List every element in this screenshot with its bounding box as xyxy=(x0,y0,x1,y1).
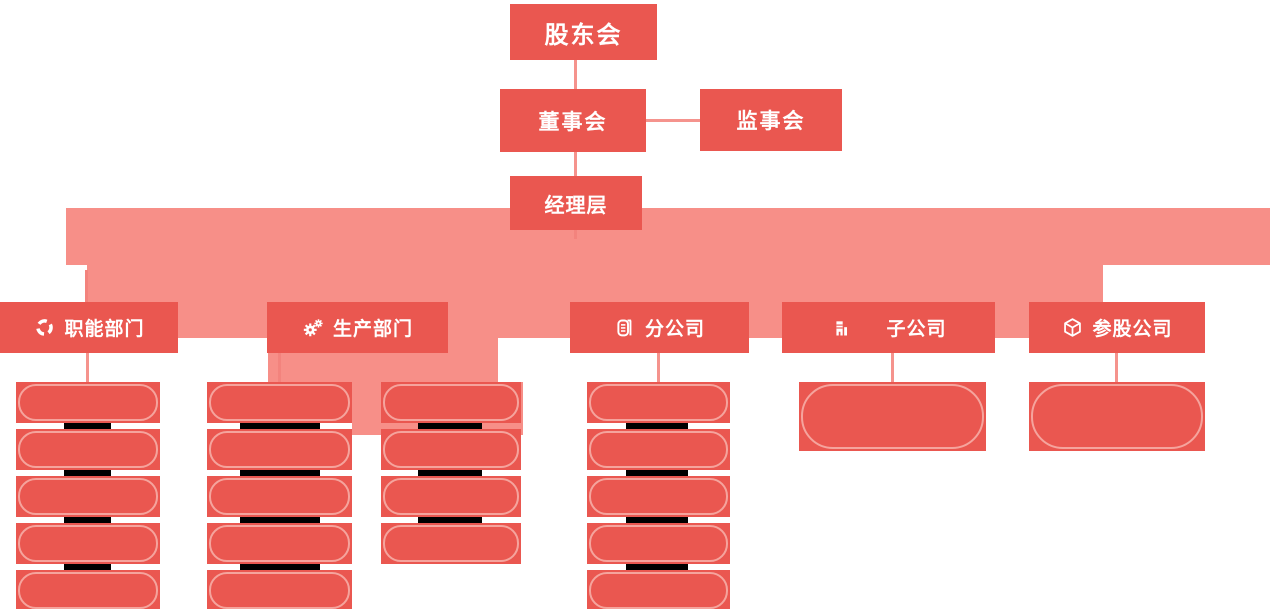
connector-functional-boxes xyxy=(86,352,89,383)
dept-label: 职能部门 xyxy=(64,318,145,340)
connector-shareholders-board xyxy=(574,60,577,89)
org-box xyxy=(587,523,730,564)
org-box xyxy=(587,570,730,609)
redaction-bar xyxy=(64,423,111,429)
redaction-bar xyxy=(626,517,688,523)
redaction-bar xyxy=(64,564,111,570)
org-box xyxy=(381,382,521,423)
org-box xyxy=(207,570,352,609)
org-box xyxy=(381,429,521,470)
org-box xyxy=(381,476,521,517)
redaction-bar xyxy=(240,517,320,523)
connector-invested-boxes xyxy=(1115,352,1118,383)
org-box xyxy=(799,382,986,451)
org-box xyxy=(16,570,160,609)
node-shareholders: 股东会 xyxy=(510,4,657,60)
dept-label: 子公司 xyxy=(886,318,947,340)
connector-production-boxes xyxy=(278,352,281,383)
cube-icon xyxy=(1061,317,1083,339)
org-box xyxy=(16,382,160,423)
node-supervisory: 监事会 xyxy=(700,89,842,151)
org-box xyxy=(1029,382,1205,451)
pink-band-main xyxy=(66,208,1270,265)
dept-header-production: 生产部门 xyxy=(267,302,448,353)
connector-board-supervisory xyxy=(646,119,700,122)
gears-icon xyxy=(302,317,324,339)
redaction-bar xyxy=(240,423,320,429)
redaction-bar xyxy=(64,470,111,476)
redaction-bar xyxy=(64,517,111,523)
redaction-bar xyxy=(240,564,320,570)
node-management: 经理层 xyxy=(510,176,642,230)
redaction-bar xyxy=(626,470,688,476)
org-box xyxy=(207,382,352,423)
connector-management-stub xyxy=(574,230,577,239)
dept-header-subsidiary: 子公司 xyxy=(782,302,995,353)
dept-label: 分公司 xyxy=(644,318,705,340)
dept-label: 生产部门 xyxy=(332,318,413,340)
redaction-bar xyxy=(418,517,482,523)
dept-header-functional: 职能部门 xyxy=(0,302,178,353)
org-box xyxy=(587,382,730,423)
redaction-bar xyxy=(418,470,482,476)
redaction-bar xyxy=(626,564,688,570)
dept-label: 参股公司 xyxy=(1092,318,1173,340)
node-board: 董事会 xyxy=(500,89,646,152)
org-box xyxy=(16,476,160,517)
org-box xyxy=(16,523,160,564)
branch-building-icon xyxy=(614,317,636,339)
org-box xyxy=(381,523,521,564)
circular-arrows-icon xyxy=(33,317,55,339)
org-box xyxy=(207,429,352,470)
org-box xyxy=(207,476,352,517)
org-box xyxy=(587,476,730,517)
connector-band-functional xyxy=(85,270,88,302)
connector-board-management xyxy=(574,152,577,176)
building-icon xyxy=(830,317,852,339)
org-box xyxy=(207,523,352,564)
dept-header-invested: 参股公司 xyxy=(1029,302,1205,353)
dept-header-branch: 分公司 xyxy=(570,302,749,353)
redaction-bar xyxy=(626,423,688,429)
org-box xyxy=(587,429,730,470)
connector-branch-boxes xyxy=(657,352,660,383)
redaction-bar xyxy=(418,423,482,429)
redaction-bar xyxy=(240,470,320,476)
connector-subsidiary-boxes xyxy=(891,352,894,383)
org-box xyxy=(16,429,160,470)
